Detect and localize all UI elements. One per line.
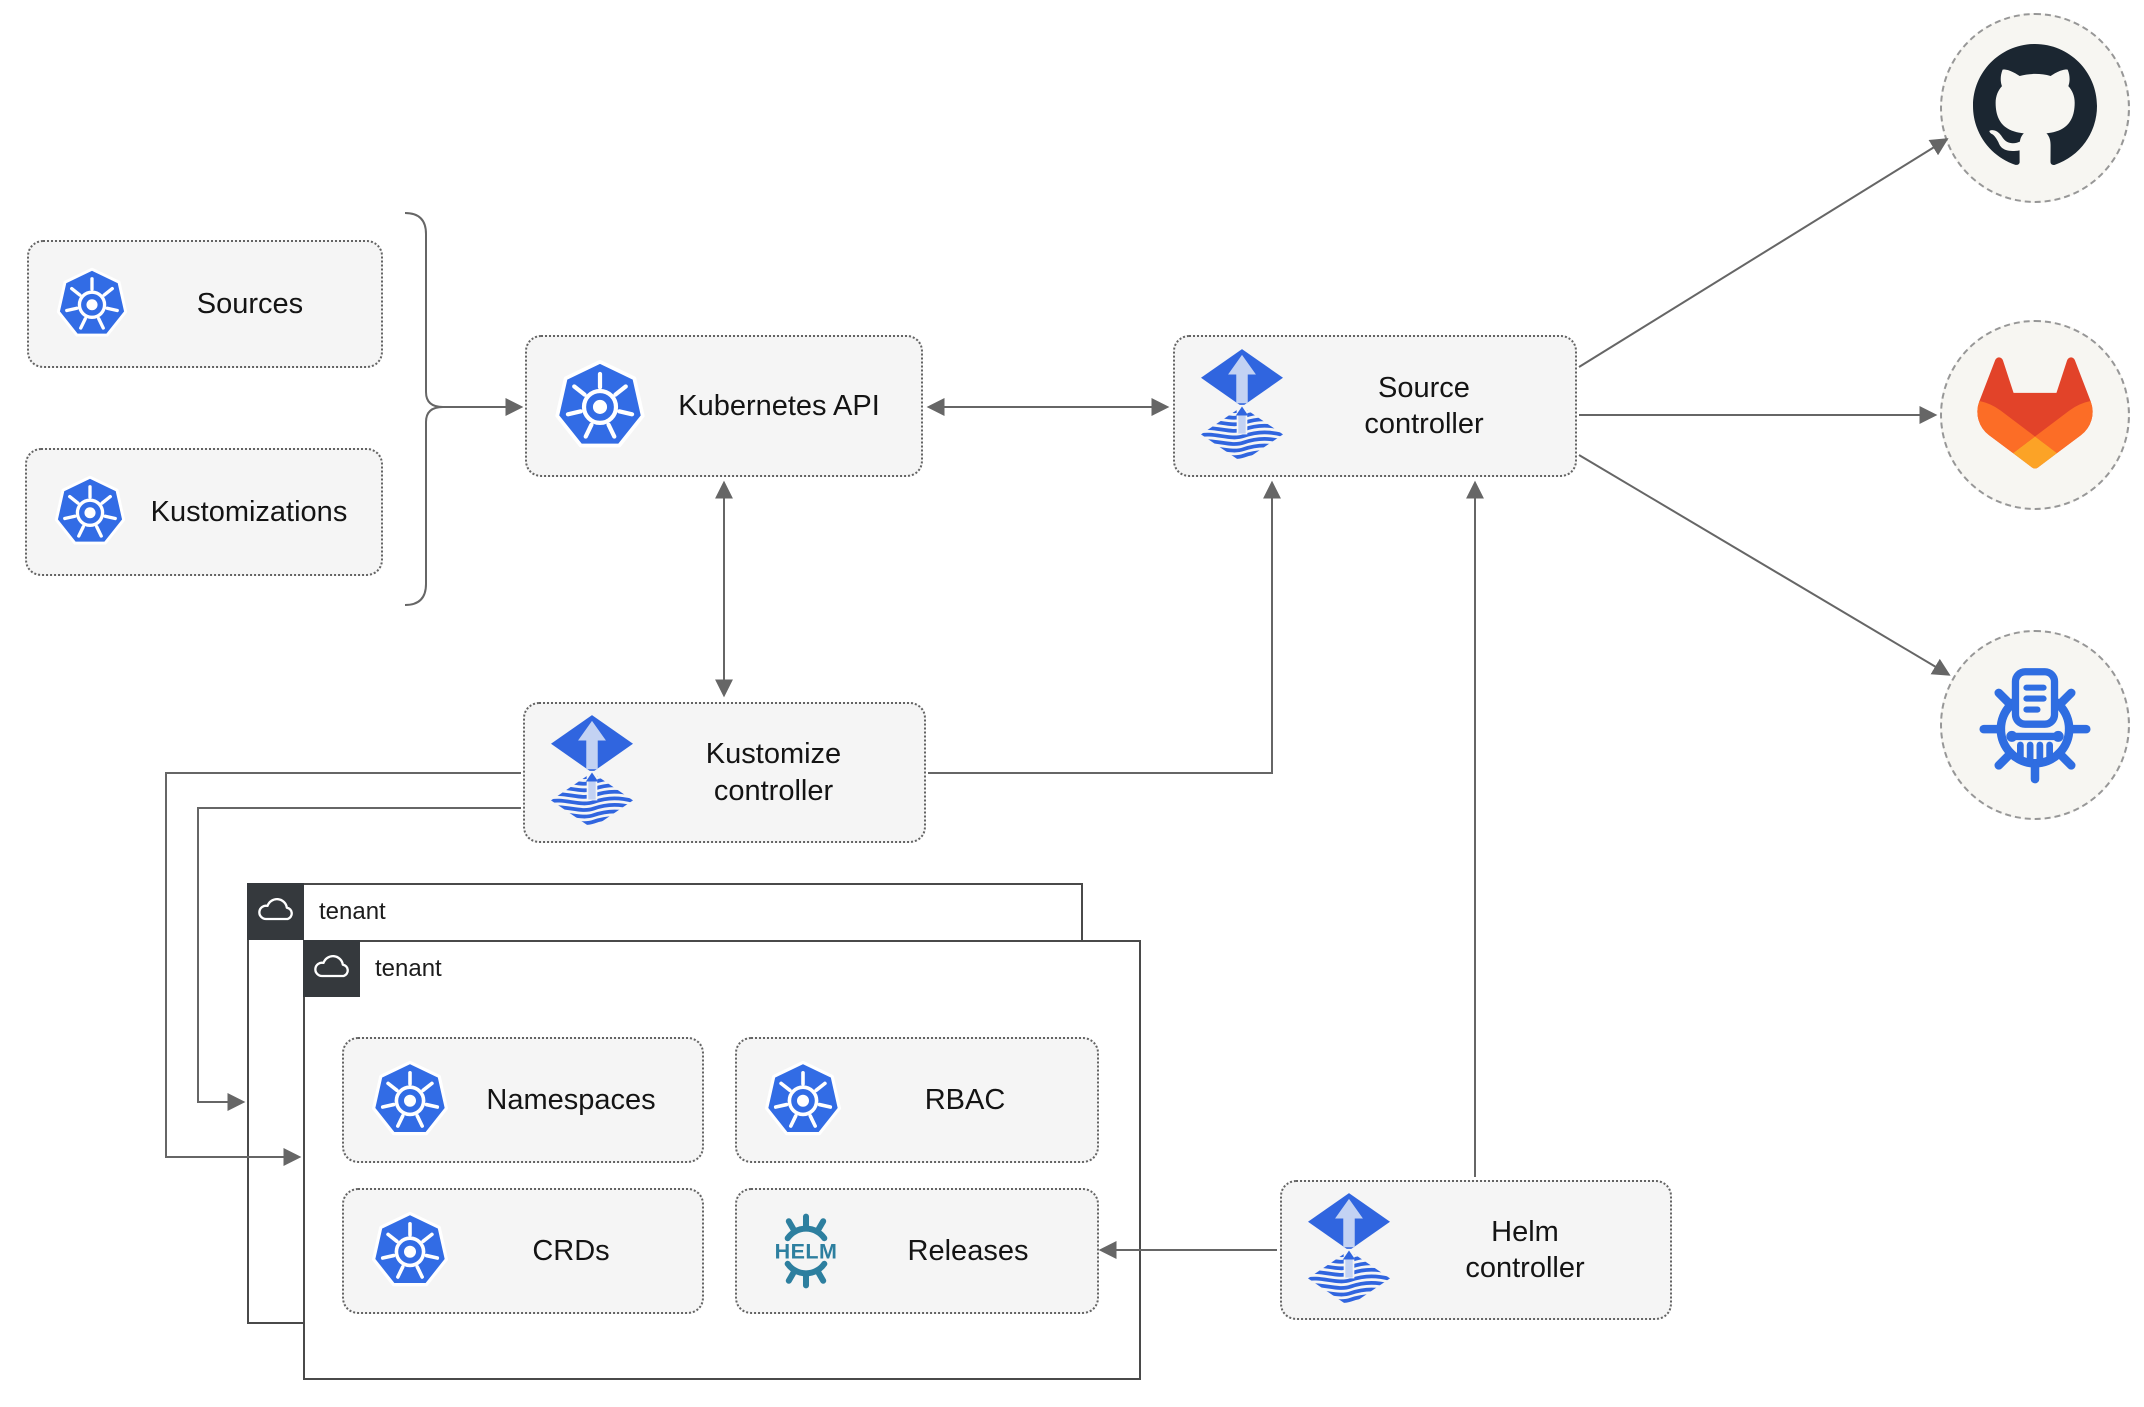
kubernetes-icon xyxy=(370,1211,450,1291)
github-icon xyxy=(1973,44,2097,173)
node-label: Kustomizations xyxy=(150,495,348,528)
node-label: CRDs xyxy=(532,1234,610,1267)
kubernetes-icon xyxy=(53,475,127,549)
tenant-badge xyxy=(303,940,360,997)
endpoint-chartmuseum xyxy=(1940,630,2130,820)
node-kubernetes-api: Kubernetes API xyxy=(525,335,923,477)
edge-source-to-github xyxy=(1578,138,1949,368)
endpoint-github xyxy=(1940,13,2130,203)
node-label: Releases xyxy=(907,1234,1029,1267)
tenant-label: tenant xyxy=(319,898,386,925)
tenant-badge xyxy=(247,883,304,940)
endpoint-gitlab xyxy=(1940,320,2130,510)
kubernetes-icon xyxy=(55,267,129,341)
cloud-icon xyxy=(312,946,352,991)
kubernetes-icon xyxy=(763,1060,843,1140)
edge-source-to-chartmuseum xyxy=(1578,454,1951,676)
node-label: Kubernetes API xyxy=(678,389,880,422)
node-helm-controller: Helm controller xyxy=(1280,1180,1672,1320)
node-namespaces: Namespaces xyxy=(342,1037,704,1163)
helm-icon xyxy=(763,1208,849,1294)
node-label: Sources xyxy=(196,287,304,320)
kubernetes-icon xyxy=(553,359,647,453)
node-label: RBAC xyxy=(924,1083,1006,1116)
flux-icon xyxy=(1308,1193,1390,1308)
node-source-controller: Source controller xyxy=(1173,335,1577,477)
node-sources: Sources xyxy=(27,240,383,368)
chartmuseum-icon xyxy=(1974,662,2096,789)
node-label: Source controller xyxy=(1364,371,1484,440)
node-kustomizations: Kustomizations xyxy=(25,448,383,576)
node-label: Kustomize controller xyxy=(705,738,842,807)
node-crds: CRDs xyxy=(342,1188,704,1314)
node-releases: Releases xyxy=(735,1188,1099,1314)
node-label: Namespaces xyxy=(486,1083,656,1116)
edge-kustomize-to-source-controller xyxy=(928,480,1281,774)
flux-icon xyxy=(1201,349,1283,464)
node-label: Helm controller xyxy=(1465,1215,1585,1284)
gitlab-icon xyxy=(1972,350,2098,481)
edge-sources-group-bracket xyxy=(404,212,444,606)
node-rbac: RBAC xyxy=(735,1037,1099,1163)
flux-icon xyxy=(551,715,633,830)
tenant-box-front: tenant Namespaces RBAC CRDs Releases xyxy=(303,940,1141,1380)
kubernetes-icon xyxy=(370,1060,450,1140)
node-kustomize-controller: Kustomize controller xyxy=(523,702,926,843)
cloud-icon xyxy=(256,889,296,934)
tenant-label: tenant xyxy=(375,955,442,982)
